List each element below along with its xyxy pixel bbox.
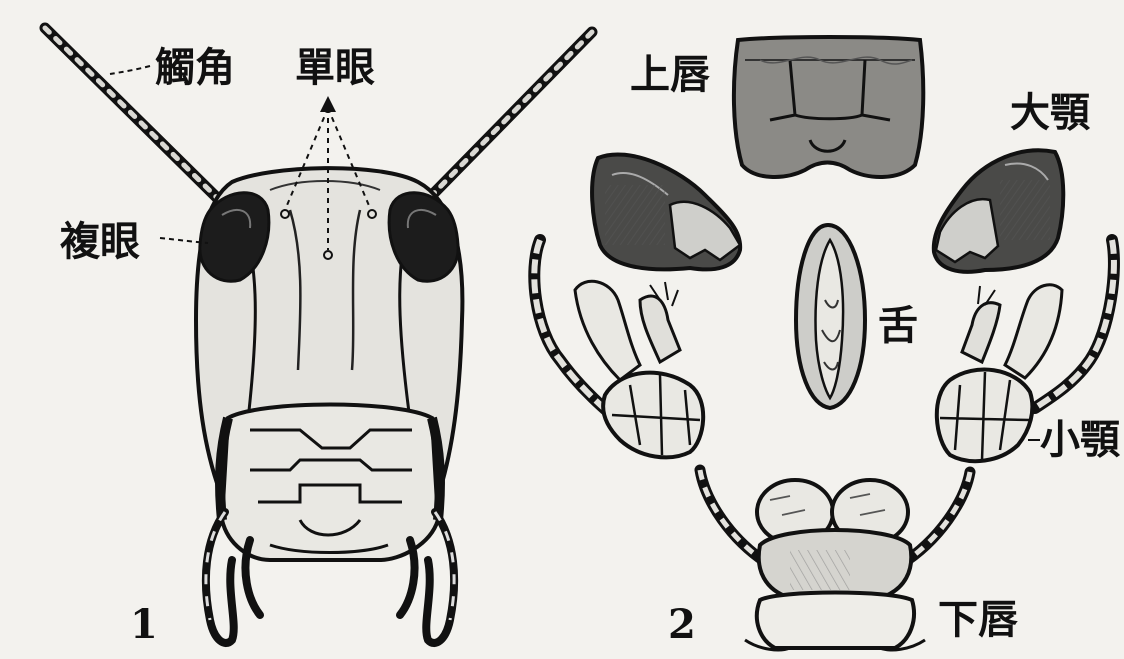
figure-2-number: 2 xyxy=(668,605,696,645)
mandible-label: 大顎 xyxy=(1010,93,1090,133)
labrum-drawing xyxy=(734,37,923,177)
antenna-leader-line xyxy=(110,66,150,74)
labrum-label: 上唇 xyxy=(630,55,710,95)
grasshopper-head-figure xyxy=(45,28,592,643)
labium-drawing xyxy=(700,470,970,650)
clypeus-labrum xyxy=(222,405,438,561)
ocelli-arrowhead xyxy=(320,96,336,112)
hypopharynx-drawing xyxy=(796,225,865,408)
ocelli-label: 單眼 xyxy=(295,48,375,88)
left-maxilla-drawing xyxy=(534,240,703,457)
hypopharynx-label: 舌 xyxy=(878,306,918,346)
right-mandible-drawing xyxy=(934,150,1063,272)
compound-eye-label: 複眼 xyxy=(60,222,140,262)
figure-1-number: 1 xyxy=(130,605,158,645)
antenna-label: 觸角 xyxy=(155,48,235,88)
maxilla-label: 小顎 xyxy=(1040,420,1120,460)
labium-label: 下唇 xyxy=(938,600,1018,640)
left-mandible-drawing xyxy=(592,154,740,269)
